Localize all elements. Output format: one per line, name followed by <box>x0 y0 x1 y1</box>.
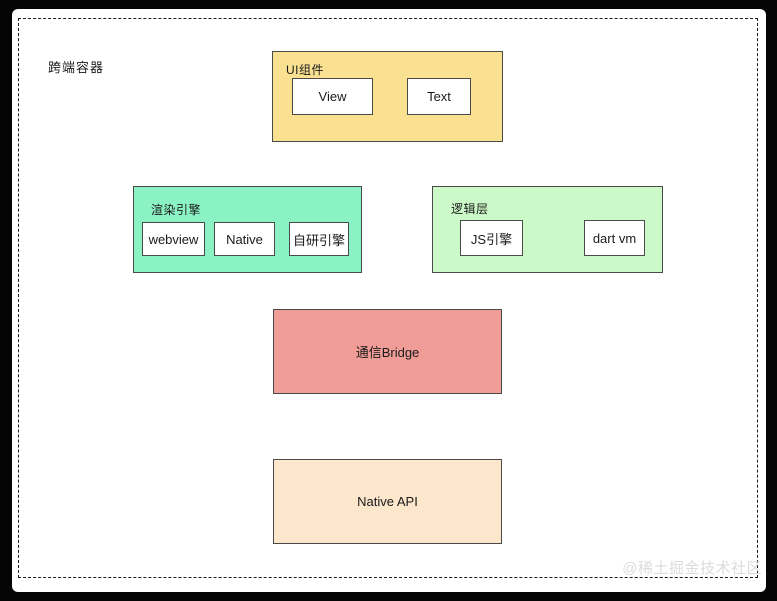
container-dashed-boundary <box>18 18 758 578</box>
group-logic-layer: 逻辑层 JS引擎 dart vm <box>432 186 663 273</box>
group-ui-components: UI组件 View Text <box>272 51 503 142</box>
node-js-engine: JS引擎 <box>460 220 523 256</box>
node-webview: webview <box>142 222 205 256</box>
watermark: @稀土掘金技术社区 <box>622 560 762 577</box>
group-render-engine: 渲染引擎 webview Native 自研引擎 <box>133 186 362 273</box>
group-logic-label: 逻辑层 <box>451 202 489 216</box>
node-text: Text <box>407 78 471 115</box>
node-custom-engine: 自研引擎 <box>289 222 349 256</box>
node-native: Native <box>214 222 275 256</box>
block-communication-bridge: 通信Bridge <box>273 309 502 394</box>
node-dart-vm: dart vm <box>584 220 645 256</box>
group-ui-label: UI组件 <box>286 63 325 77</box>
diagram-page: 跨端容器 UI组件 View Text 渲染引擎 webview Native … <box>12 9 766 592</box>
group-render-label: 渲染引擎 <box>151 203 202 217</box>
node-view: View <box>292 78 373 115</box>
container-title: 跨端容器 <box>48 60 105 75</box>
block-native-api: Native API <box>273 459 502 544</box>
